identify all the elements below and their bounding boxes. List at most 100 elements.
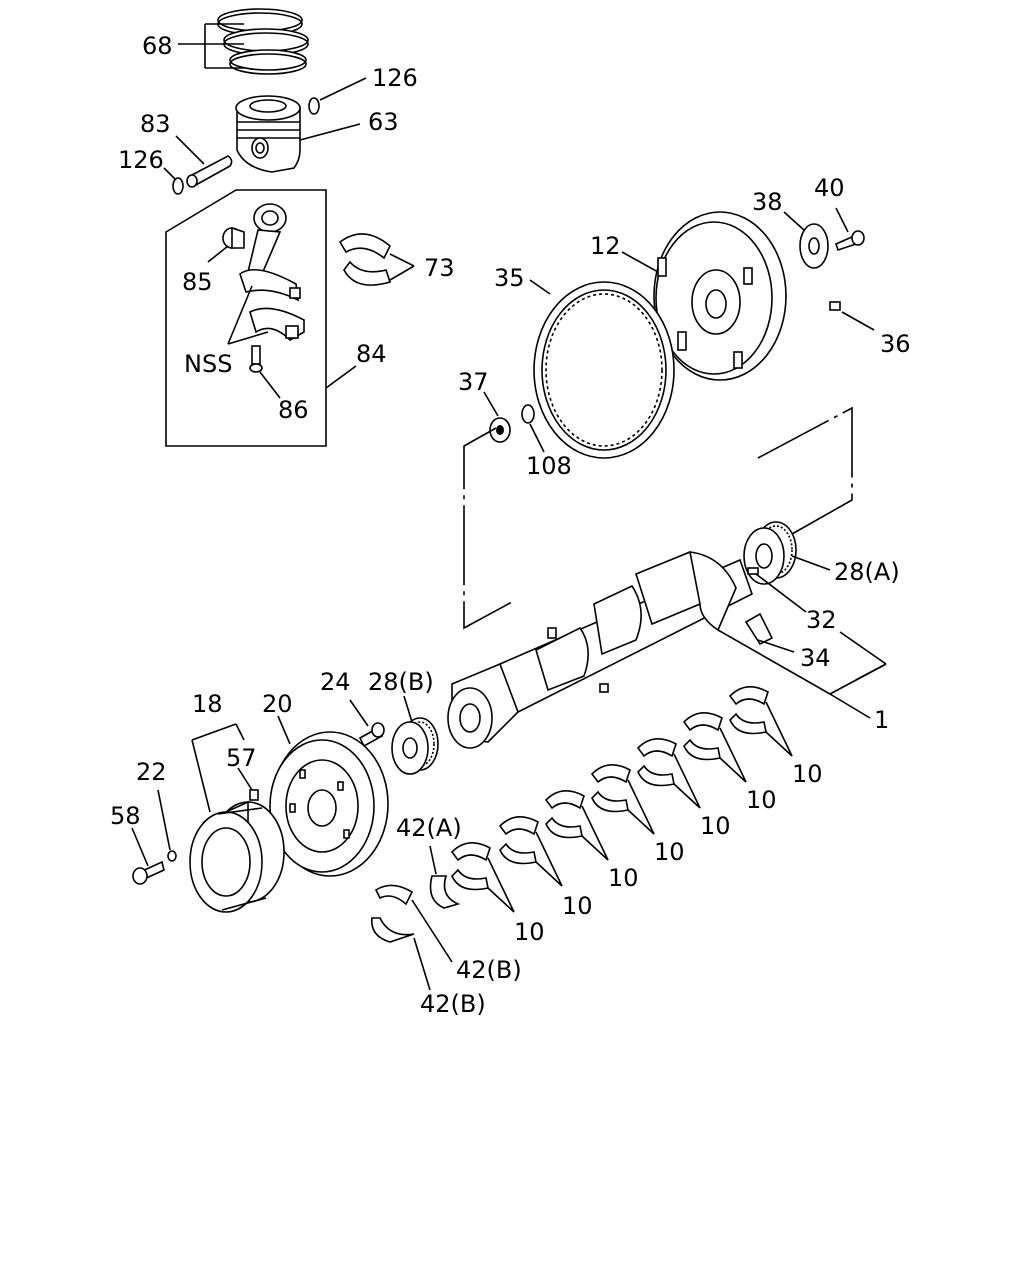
label-38: 38	[752, 188, 783, 216]
crankshaft	[447, 551, 753, 749]
label-85: 85	[182, 268, 213, 296]
main-bearing-5	[636, 738, 677, 787]
leader-63	[299, 123, 361, 141]
label-68: 68	[142, 32, 173, 60]
bolt-24	[358, 722, 385, 748]
label-42b-2: 42(B)	[420, 990, 486, 1018]
label-18: 18	[192, 690, 223, 718]
leader-126b	[163, 167, 177, 181]
leader-20	[277, 715, 291, 745]
label-20: 20	[262, 690, 293, 718]
leader-32	[755, 573, 807, 613]
part-labels: 68 126 83 63 126 85 73 NSS 84 86 12 38 4…	[110, 32, 911, 1018]
main-bearing-2	[498, 816, 539, 865]
leaders-10	[487, 701, 793, 913]
leader-126a	[319, 77, 367, 101]
main-bearing-4	[590, 764, 631, 813]
label-10-6: 10	[746, 786, 777, 814]
leader-18	[191, 723, 245, 813]
label-1: 1	[874, 706, 889, 734]
leader-85	[207, 245, 229, 263]
label-10-1: 10	[514, 918, 545, 946]
label-126-upper: 126	[372, 64, 418, 92]
piston-pin	[186, 155, 233, 188]
label-10-2: 10	[562, 892, 593, 920]
label-10-5: 10	[700, 812, 731, 840]
leader-57	[237, 767, 253, 791]
snap-ring-lower	[172, 177, 184, 195]
leader-40	[835, 207, 849, 233]
leader-28a	[791, 555, 831, 571]
thrust-washer-b1	[374, 884, 414, 906]
bolt-58	[132, 860, 165, 885]
leader-37	[483, 391, 499, 417]
label-10-3: 10	[608, 864, 639, 892]
label-42a: 42(A)	[396, 814, 462, 842]
piston	[235, 95, 301, 173]
leader-108	[529, 423, 545, 453]
piston-rings	[217, 8, 309, 75]
label-37: 37	[458, 368, 489, 396]
label-73: 73	[424, 254, 455, 282]
leader-68	[178, 23, 244, 69]
label-42b-1: 42(B)	[456, 956, 522, 984]
label-57: 57	[226, 744, 257, 772]
ring-gear	[533, 281, 675, 459]
leader-42b2	[413, 937, 431, 991]
label-35: 35	[494, 264, 525, 292]
label-10-4: 10	[654, 838, 685, 866]
label-22: 22	[136, 758, 167, 786]
label-10-7: 10	[792, 760, 823, 788]
thrust-washer-a	[429, 875, 461, 909]
pilot-bearing	[489, 417, 511, 443]
leader-35	[529, 279, 551, 295]
leader-24	[349, 699, 369, 727]
key-32	[747, 567, 759, 575]
timing-gear-b	[391, 717, 439, 775]
leader-73	[389, 253, 415, 281]
conrod-box	[165, 189, 327, 447]
main-bearing-6	[682, 712, 723, 761]
conrod-bearing	[338, 233, 392, 286]
flywheel-plate	[799, 223, 829, 269]
leader-36	[841, 311, 875, 331]
main-bearings	[450, 686, 769, 891]
label-83: 83	[140, 110, 171, 138]
label-40: 40	[814, 174, 845, 202]
main-bearing-3	[544, 790, 585, 839]
label-32: 32	[806, 606, 837, 634]
flywheel-bolt	[835, 230, 865, 252]
dowel-pin-36	[829, 301, 841, 311]
leader-12	[621, 251, 659, 273]
label-28a: 28(A)	[834, 558, 900, 586]
flywheel	[653, 211, 787, 381]
label-86: 86	[278, 396, 309, 424]
pin-57	[249, 789, 259, 801]
thrust-washer-b2	[371, 917, 415, 943]
leader-83	[175, 135, 205, 165]
washer-22	[167, 850, 177, 862]
leader-58	[131, 827, 149, 867]
leader-nss	[227, 285, 269, 345]
leader-28b	[403, 695, 413, 723]
conrod-bolt	[249, 345, 263, 373]
leader-42a	[429, 845, 437, 875]
snap-ring-upper	[308, 97, 320, 115]
label-63: 63	[368, 108, 399, 136]
leader-84	[325, 365, 357, 389]
label-nss: NSS	[184, 350, 232, 378]
leader-86	[259, 371, 281, 399]
small-end-bush	[222, 226, 245, 249]
label-34: 34	[800, 644, 831, 672]
label-28b: 28(B)	[368, 668, 434, 696]
leader-1	[717, 629, 871, 719]
damper-pulley	[269, 731, 389, 877]
leader-38	[783, 211, 805, 231]
label-84: 84	[356, 340, 387, 368]
leader-34	[757, 631, 887, 695]
main-bearing-7	[728, 686, 769, 735]
pin-34	[744, 612, 774, 646]
o-ring-108	[521, 404, 535, 424]
main-bearing-1	[450, 842, 491, 891]
